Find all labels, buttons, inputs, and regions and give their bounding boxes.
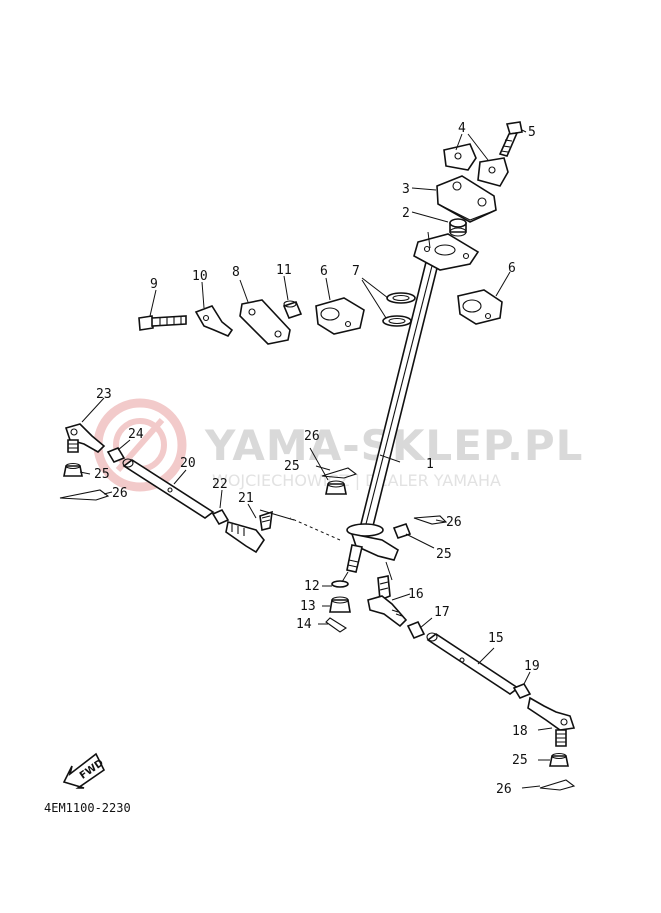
holder-bolt	[138, 315, 187, 331]
cotter-pin-14	[325, 617, 348, 633]
cotter-pin-left	[59, 489, 110, 501]
callout-18: 18	[512, 724, 528, 739]
oil-seals	[382, 292, 416, 327]
callout-5: 5	[528, 125, 536, 140]
collar	[282, 300, 303, 319]
callout-13: 13	[300, 599, 316, 614]
bearing-holder-right	[457, 289, 503, 325]
locknut-24	[106, 447, 126, 463]
cotter-pin-right	[539, 779, 576, 791]
tie-rod-end-21	[225, 510, 273, 554]
tie-rod-right	[426, 632, 520, 695]
callout-1: 1	[426, 457, 434, 472]
callout-26-left: 26	[112, 486, 128, 501]
watermark: YAMA-SKLEP.PL WOJCIECHOWICZ | DEALER YAM…	[93, 398, 582, 492]
callout-26-center: 26	[304, 429, 320, 444]
lock-washer	[194, 305, 234, 337]
callout-21: 21	[238, 491, 254, 506]
cotter-pin-center	[321, 467, 358, 479]
forward-arrow-icon: FWD	[62, 752, 106, 789]
callout-15: 15	[488, 631, 504, 646]
tie-rod-end-16	[367, 575, 408, 628]
leader-lines	[79, 129, 553, 789]
callout-4: 4	[458, 121, 466, 136]
washer-12	[331, 580, 349, 588]
locknut-19	[512, 683, 532, 699]
bushing	[449, 218, 467, 237]
callout-17: 17	[434, 605, 450, 620]
clamp-halves	[443, 143, 509, 187]
tie-rod-left	[122, 458, 215, 519]
callout-20: 20	[180, 456, 196, 471]
callout-14: 14	[296, 617, 312, 632]
callout-6-right: 6	[508, 261, 516, 276]
watermark-subtitle: WOJCIECHOWICZ | DEALER YAMAHA	[212, 471, 501, 490]
shaft-clamp-bracket	[436, 175, 497, 223]
callout-22: 22	[212, 477, 228, 492]
callout-10: 10	[192, 269, 208, 284]
locknut-22	[211, 508, 230, 526]
castle-nut-right	[549, 752, 569, 767]
callout-24: 24	[128, 427, 144, 442]
callout-7: 7	[352, 264, 360, 279]
callout-25-right: 25	[512, 753, 528, 768]
castle-nut-left	[63, 462, 83, 477]
tie-rod-end-18	[527, 696, 576, 747]
callout-8: 8	[232, 265, 240, 280]
callout-26-arm: 26	[446, 515, 462, 530]
callout-11: 11	[276, 263, 292, 278]
callout-12: 12	[304, 579, 320, 594]
bearing-holder-left	[315, 297, 365, 335]
nut-13	[329, 596, 351, 613]
callout-26-right: 26	[496, 782, 512, 797]
cotter-pin-right-arm	[413, 515, 448, 525]
callout-19: 19	[524, 659, 540, 674]
callout-9: 9	[150, 277, 158, 292]
clamp-bolt	[498, 121, 523, 157]
callout-25-left: 25	[94, 467, 110, 482]
tie-rod-end-23	[64, 423, 106, 453]
callout-23: 23	[96, 387, 112, 402]
lock-plate	[239, 299, 291, 345]
castle-nut-right-arm	[392, 523, 412, 539]
callout-2: 2	[402, 206, 410, 221]
diagram-code: 4EM1100-2230	[44, 801, 131, 815]
locknut-17	[406, 620, 426, 640]
callout-25-center: 25	[284, 459, 300, 474]
callout-16: 16	[408, 587, 424, 602]
callout-numbers: 4 5 3 2 6 6 7 8 11 10 9 1 23 24 25 26 20…	[94, 121, 540, 797]
callout-3: 3	[402, 182, 410, 197]
steering-shaft	[346, 233, 480, 573]
callout-25-arm: 25	[436, 547, 452, 562]
callout-6-left: 6	[320, 264, 328, 279]
castle-nut-center	[325, 480, 347, 495]
